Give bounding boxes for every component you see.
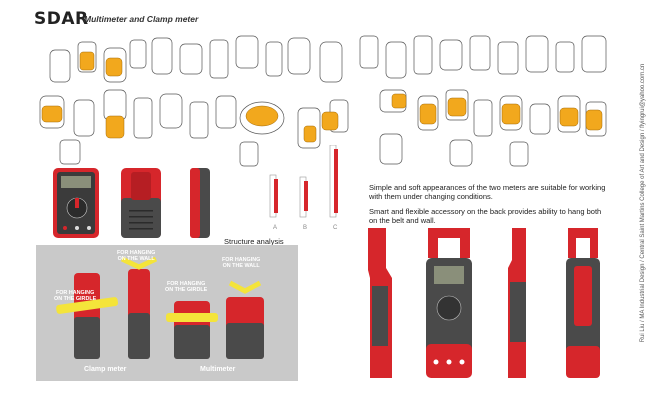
- page-subtitle: Multimeter and Clamp meter: [84, 14, 199, 24]
- label-girdle-clamp: FOR HANGING ON THE GIRDLE: [54, 290, 97, 303]
- sketch-collage: [39, 35, 607, 167]
- profile-letter-c: C: [333, 225, 338, 231]
- clamp-meter-views: [368, 228, 600, 378]
- side-credit: Rui Liu / MA Industrial Design / Central…: [640, 63, 646, 343]
- description-accessory: Smart and flexible accessory on the back…: [369, 207, 602, 226]
- description-appearance: Simple and soft appearances of the two m…: [369, 183, 606, 202]
- profile-letter-b: B: [303, 225, 308, 231]
- structure-illustration: [56, 256, 264, 359]
- multimeter-back: [121, 168, 161, 238]
- label-wall-clamp: FOR HANGING ON THE WALL: [117, 250, 156, 263]
- structure-title: Structure analysis: [224, 237, 284, 246]
- caption-multimeter: Multimeter: [200, 366, 236, 373]
- caption-clamp-meter: Clamp meter: [84, 366, 127, 373]
- multimeter-side: [190, 168, 210, 238]
- profile-views: [269, 145, 338, 218]
- multimeter-front: [53, 168, 99, 238]
- profile-letter-a: A: [273, 225, 278, 231]
- label-wall-multimeter: FOR HANGING ON THE WALL: [222, 257, 261, 270]
- brand-title: SDAR: [34, 9, 89, 29]
- label-girdle-multimeter: FOR HANGING ON THE GIRDLE: [165, 281, 208, 294]
